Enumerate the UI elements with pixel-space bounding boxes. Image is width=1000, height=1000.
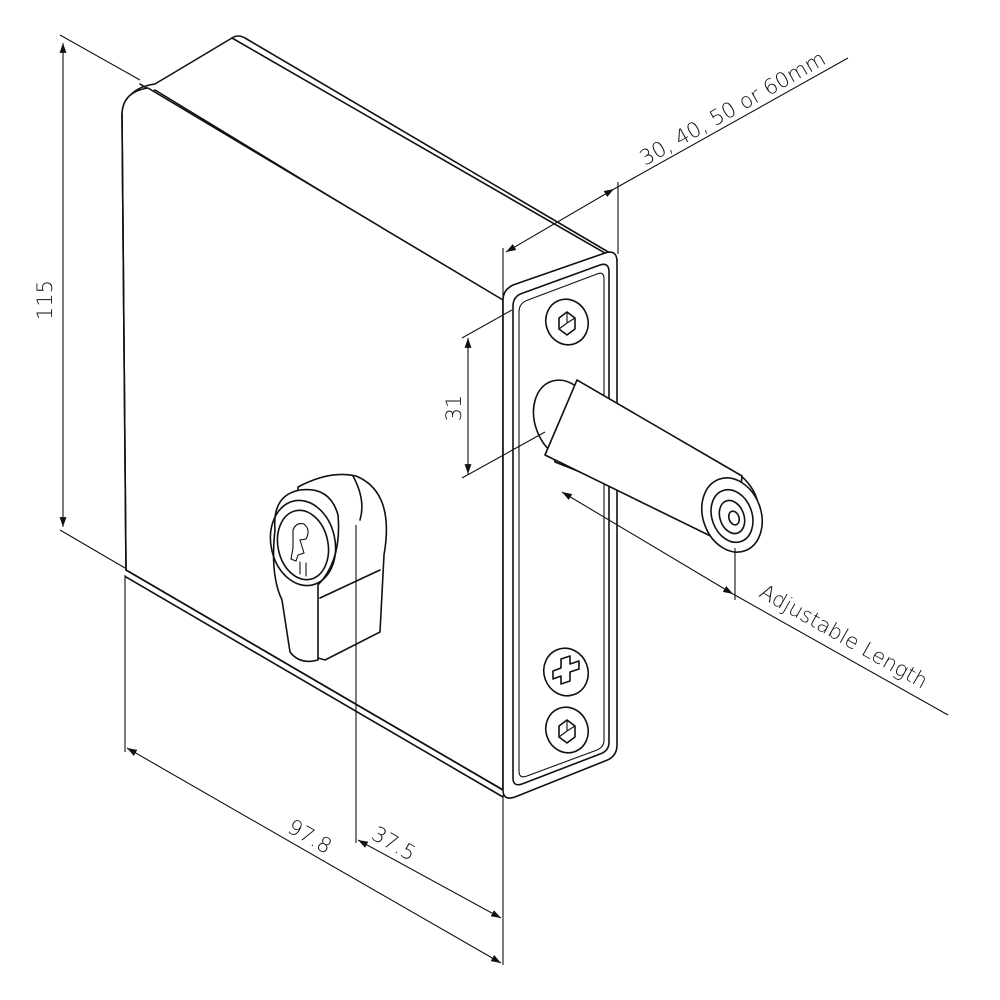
height-label: 115 (33, 280, 57, 320)
top-screw-icon (544, 298, 590, 346)
bolt-offset-dimension: 31 (442, 309, 546, 479)
key-cylinder (269, 473, 388, 663)
phillips-screw-icon (542, 647, 590, 697)
bottom-screw-icon (544, 706, 590, 754)
height-dimension: 115 (33, 34, 141, 569)
gate-profile-label: 30, 40, 50 or 60mm (636, 46, 830, 170)
adjustable-length-label: Adjustable Length (756, 579, 932, 693)
bolt-offset-label: 31 (442, 395, 466, 422)
lock-body (121, 35, 618, 798)
width-label: 97.8 (284, 815, 337, 859)
